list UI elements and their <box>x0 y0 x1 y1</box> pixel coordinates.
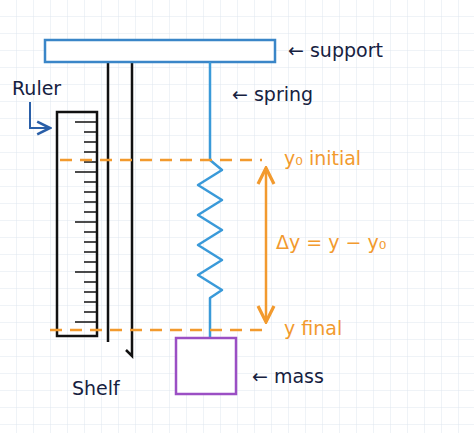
ruler <box>57 112 97 336</box>
ruler-tick <box>84 181 97 183</box>
ruler-tick <box>84 311 97 313</box>
ruler-pointer <box>30 102 50 128</box>
ruler-tick <box>84 131 97 133</box>
ruler-tick <box>84 141 97 143</box>
label: y final <box>284 318 342 339</box>
mass-block <box>176 338 236 394</box>
ruler-tick <box>84 291 97 293</box>
label: ← support <box>288 40 383 61</box>
ruler-tick <box>84 301 97 303</box>
ruler-tick <box>75 121 97 123</box>
label: y₀ initial <box>284 148 361 169</box>
ruler-tick <box>84 241 97 243</box>
ruler-tick <box>75 321 97 323</box>
final-line <box>50 329 262 332</box>
ruler-tick <box>84 211 97 213</box>
shelf <box>108 62 132 356</box>
label: Δy = y − y₀ <box>276 232 386 253</box>
label: Ruler <box>12 78 61 99</box>
label: Shelf <box>72 378 120 399</box>
ruler-tick <box>84 281 97 283</box>
ruler-tick <box>84 151 97 153</box>
support-bar <box>45 40 275 62</box>
ruler-tick <box>75 171 97 173</box>
ruler-tick <box>84 161 97 163</box>
ruler-tick <box>75 271 97 273</box>
ruler-tick <box>84 261 97 263</box>
ruler-tick <box>75 221 97 223</box>
ruler-tick <box>84 191 97 193</box>
ruler-tick <box>84 251 97 253</box>
delta-arrow <box>265 168 268 322</box>
ruler-tick <box>84 231 97 233</box>
initial-line <box>60 159 262 162</box>
label: ← spring <box>232 84 313 105</box>
ruler-tick <box>84 201 97 203</box>
label: ← mass <box>252 366 324 387</box>
spring <box>198 62 222 338</box>
ruler-ticks <box>75 122 97 322</box>
